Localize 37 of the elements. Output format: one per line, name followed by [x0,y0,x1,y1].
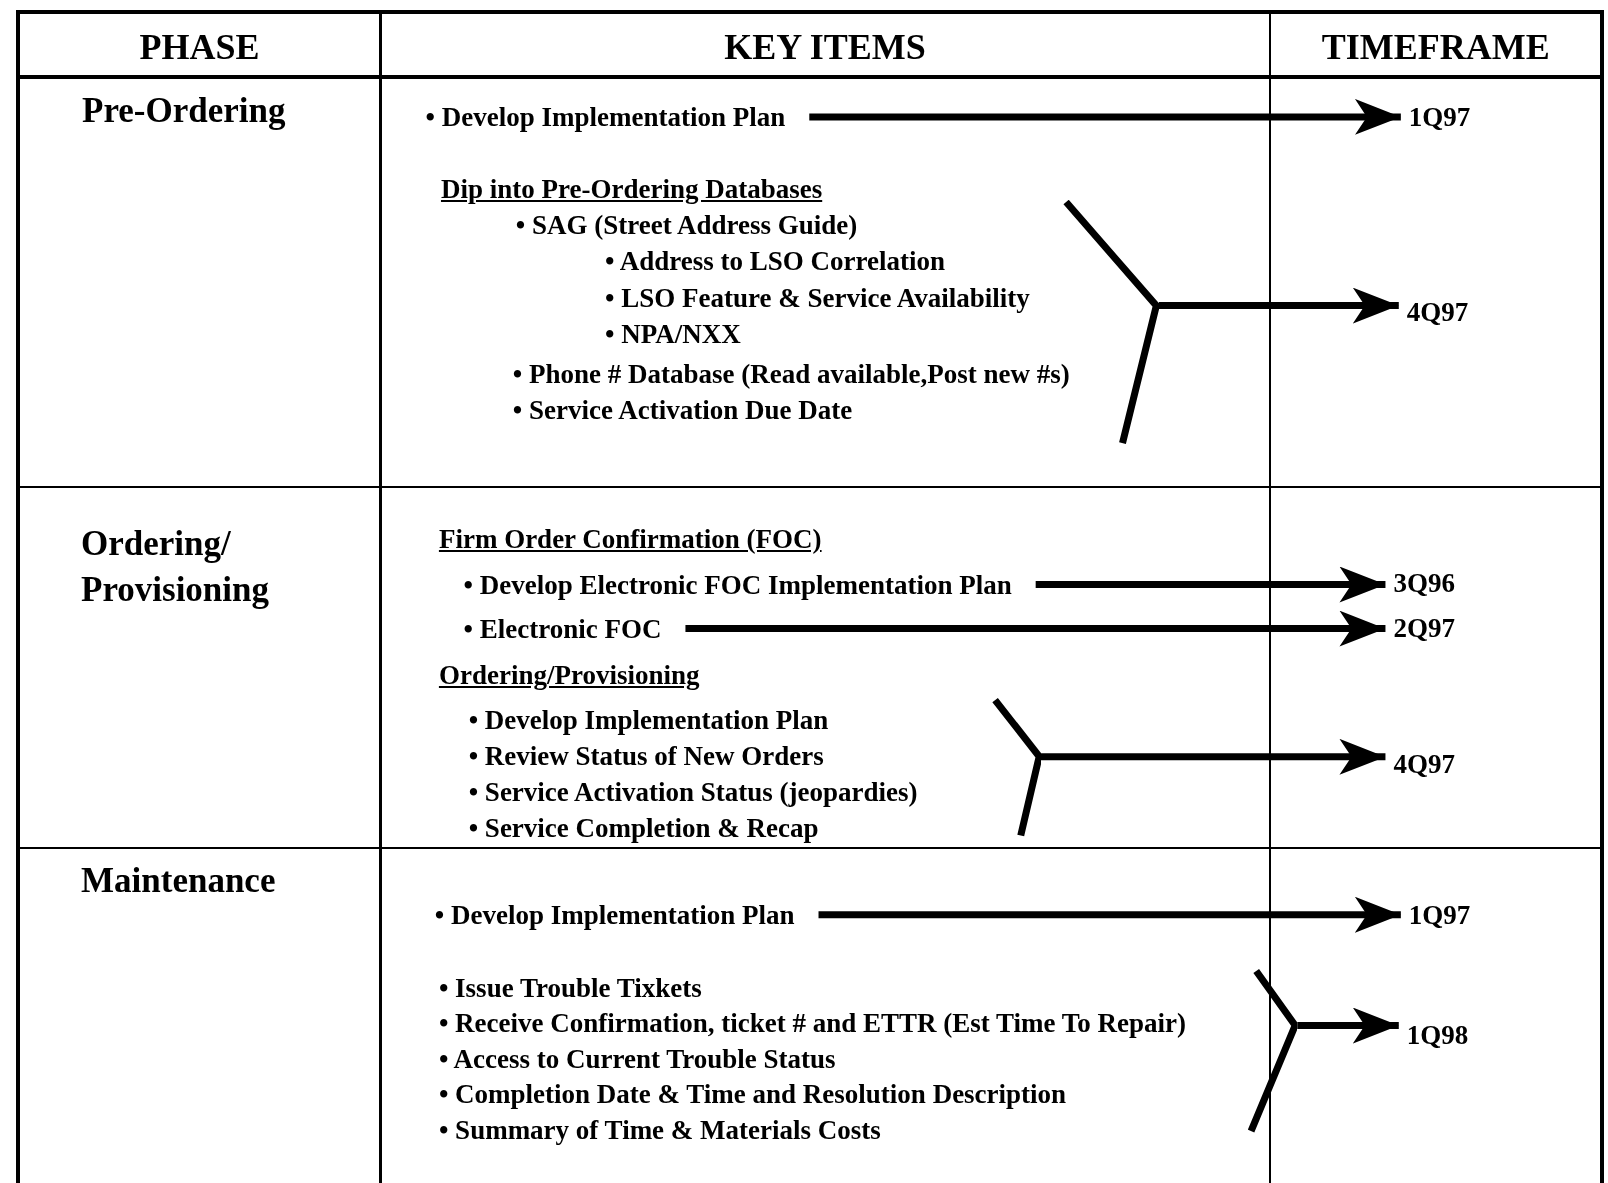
arrow [1035,566,1386,603]
list-item: • Service Activation Due Date [512,394,853,427]
phase-name: Pre-Ordering [82,89,287,132]
phase-name: Maintenance [81,859,277,902]
list-item: • Develop Implementation Plan [425,100,810,133]
section-heading: Dip into Pre-Ordering Databases [440,172,823,205]
column-header: PHASE [139,26,260,67]
list-item: • Develop Implementation Plan [468,703,829,736]
list-item: • Address to LSO Correlation [605,245,946,278]
list-item: • Service Activation Status (jeopardies) [468,775,918,808]
list-item: • Summary of Time & Materials Costs [438,1114,881,1147]
list-item: • Receive Confirmation, ticket # and ETTR (Est Time To Repair) [438,1007,1187,1040]
arrow [1040,738,1386,775]
phase-name: Ordering/ Provisioning [81,522,270,611]
column-header: KEY ITEMS [724,26,926,67]
list-item: • Issue Trouble Tixkets [438,971,702,1004]
timeframe-label: 2Q97 [1385,611,1455,644]
list-item: • LSO Feature & Service Availability [605,282,1030,315]
section-heading: Firm Order Confirmation (FOC) [438,523,822,556]
list-item: • Access to Current Trouble Status [438,1043,836,1076]
timeframe-label: 1Q97 [1400,898,1471,931]
list-item: • Phone # Database (Read available,Post new #s) [512,358,1070,391]
list-item: • Develop Electronic FOC Implementation Plan [463,568,1036,601]
timeframe-label: 4Q97 [1385,747,1455,780]
list-item: • Develop Implementation Plan [434,898,819,931]
column-header: TIMEFRAME [1321,26,1550,67]
list-item: • SAG (Street Address Guide) [515,208,858,241]
timeframe-label: 3Q96 [1385,567,1455,600]
list-item: • Electronic FOC [463,612,686,645]
timeframe-label: 1Q98 [1398,1018,1469,1051]
list-item: • NPA/NXX [605,318,741,351]
timeframe-label: 1Q97 [1400,100,1471,133]
list-item: • Service Completion & Recap [468,811,819,844]
list-item: • Review Status of New Orders [468,739,824,772]
timeframe-label: 4Q97 [1398,295,1469,328]
section-heading: Ordering/Provisioning [438,658,700,691]
list-item: • Completion Date & Time and Resolution Description [438,1078,1067,1111]
